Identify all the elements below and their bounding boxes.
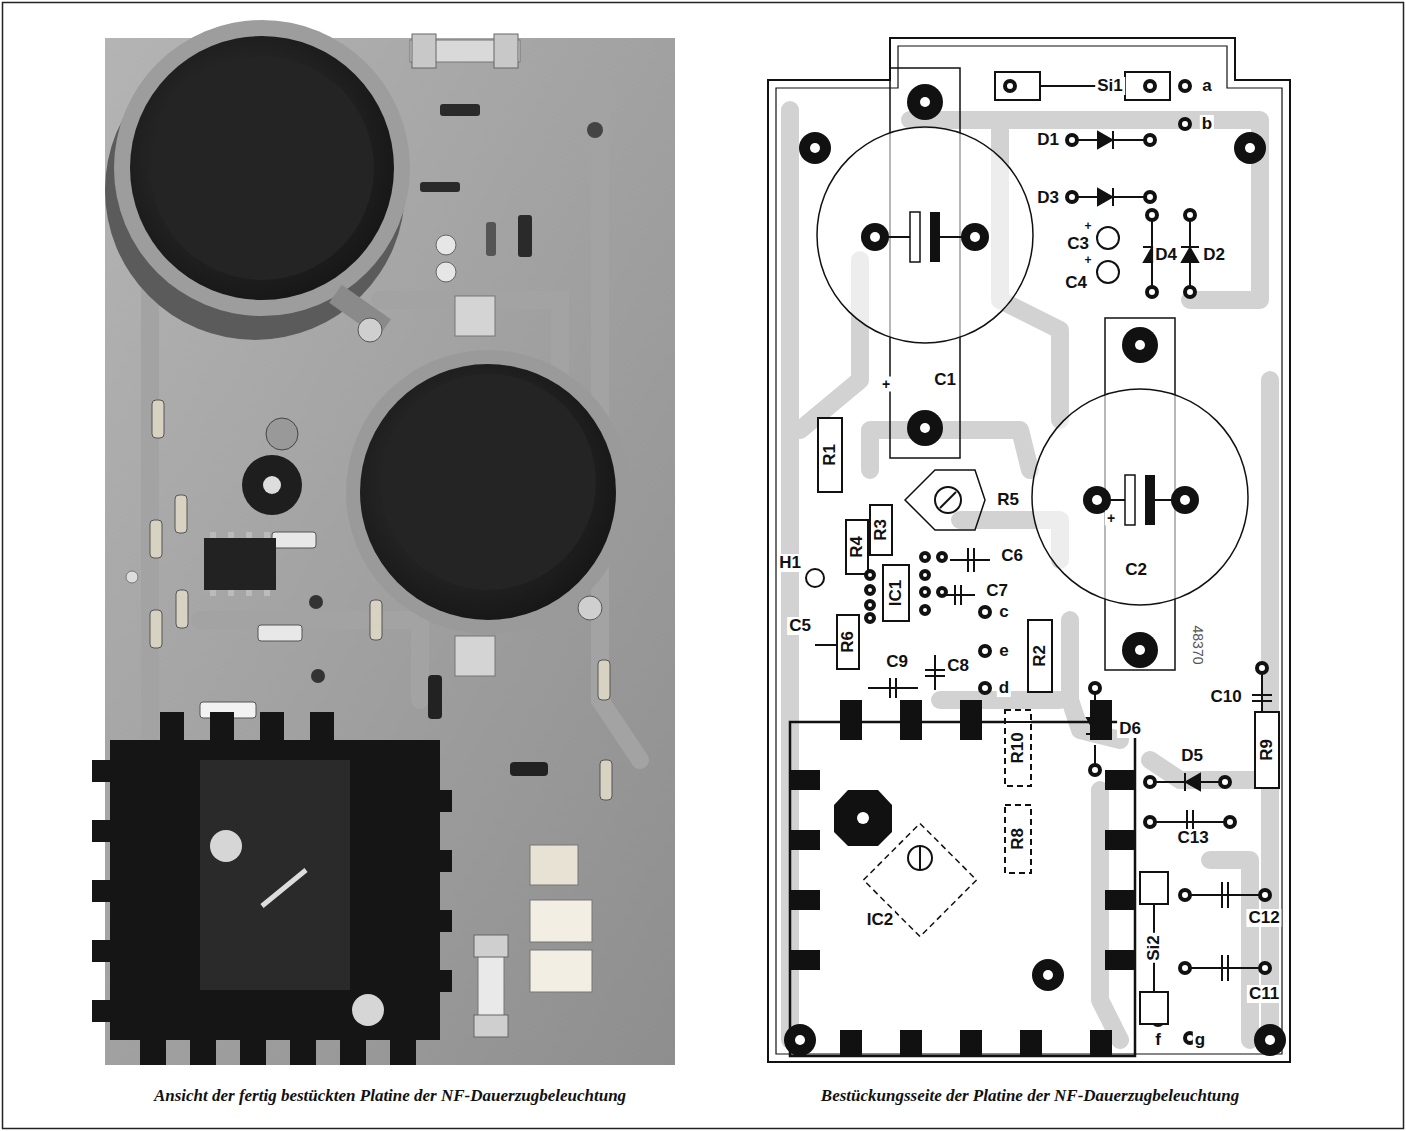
part-label: b [1200,115,1214,133]
part-label: IC1 [887,578,905,608]
part-label: R9 [1258,737,1276,763]
part-label: R2 [1031,643,1049,669]
part-label: D2 [1201,246,1227,264]
figure-caption: Bestückungsseite der Platine der NF-Daue… [821,1086,1239,1106]
part-label: D3 [1035,189,1061,207]
part-label: C12 [1246,909,1281,927]
part-label: D6 [1117,720,1143,738]
part-label: C6 [999,547,1025,565]
part-label: R8 [1009,826,1027,852]
pcb-layout [768,38,1290,1062]
part-label: C13 [1175,829,1210,847]
part-label: g [1193,1031,1207,1049]
part-label: d [997,679,1011,697]
part-label: + [1082,254,1093,267]
part-label: + [880,377,892,392]
part-label: + [1105,511,1117,526]
part-label: R1 [821,442,839,468]
part-label: R4 [848,534,866,560]
part-label: R5 [995,491,1021,509]
part-label: c [997,603,1010,621]
part-label: e [997,642,1010,660]
part-label: IC2 [865,911,895,929]
part-label: Si1 [1095,77,1125,95]
part-label: R10 [1009,730,1027,765]
part-label: + [1082,220,1093,233]
part-label: D4 [1153,246,1179,264]
part-label: C8 [945,657,971,675]
part-label: C7 [984,582,1010,600]
part-label: R6 [839,629,857,655]
part-label: C5 [787,617,813,635]
part-label: D5 [1179,747,1205,765]
part-label: a [1200,77,1213,95]
part-label: C3 [1065,235,1091,253]
part-label: C11 [1247,985,1281,1003]
pcb-photo [92,20,675,1065]
part-label: 48370 [1190,624,1205,667]
part-label: f [1153,1031,1163,1049]
part-label: R3 [872,517,890,543]
part-label: C2 [1123,561,1149,579]
part-label: H1 [777,554,803,572]
figure-caption: Ansicht der fertig bestückten Platine de… [154,1086,626,1106]
part-label: C4 [1063,274,1089,292]
part-label: C10 [1208,688,1243,706]
part-label: Si2 [1145,933,1163,963]
part-label: C1 [932,371,958,389]
part-label: C9 [884,653,910,671]
part-label: D1 [1035,131,1061,149]
